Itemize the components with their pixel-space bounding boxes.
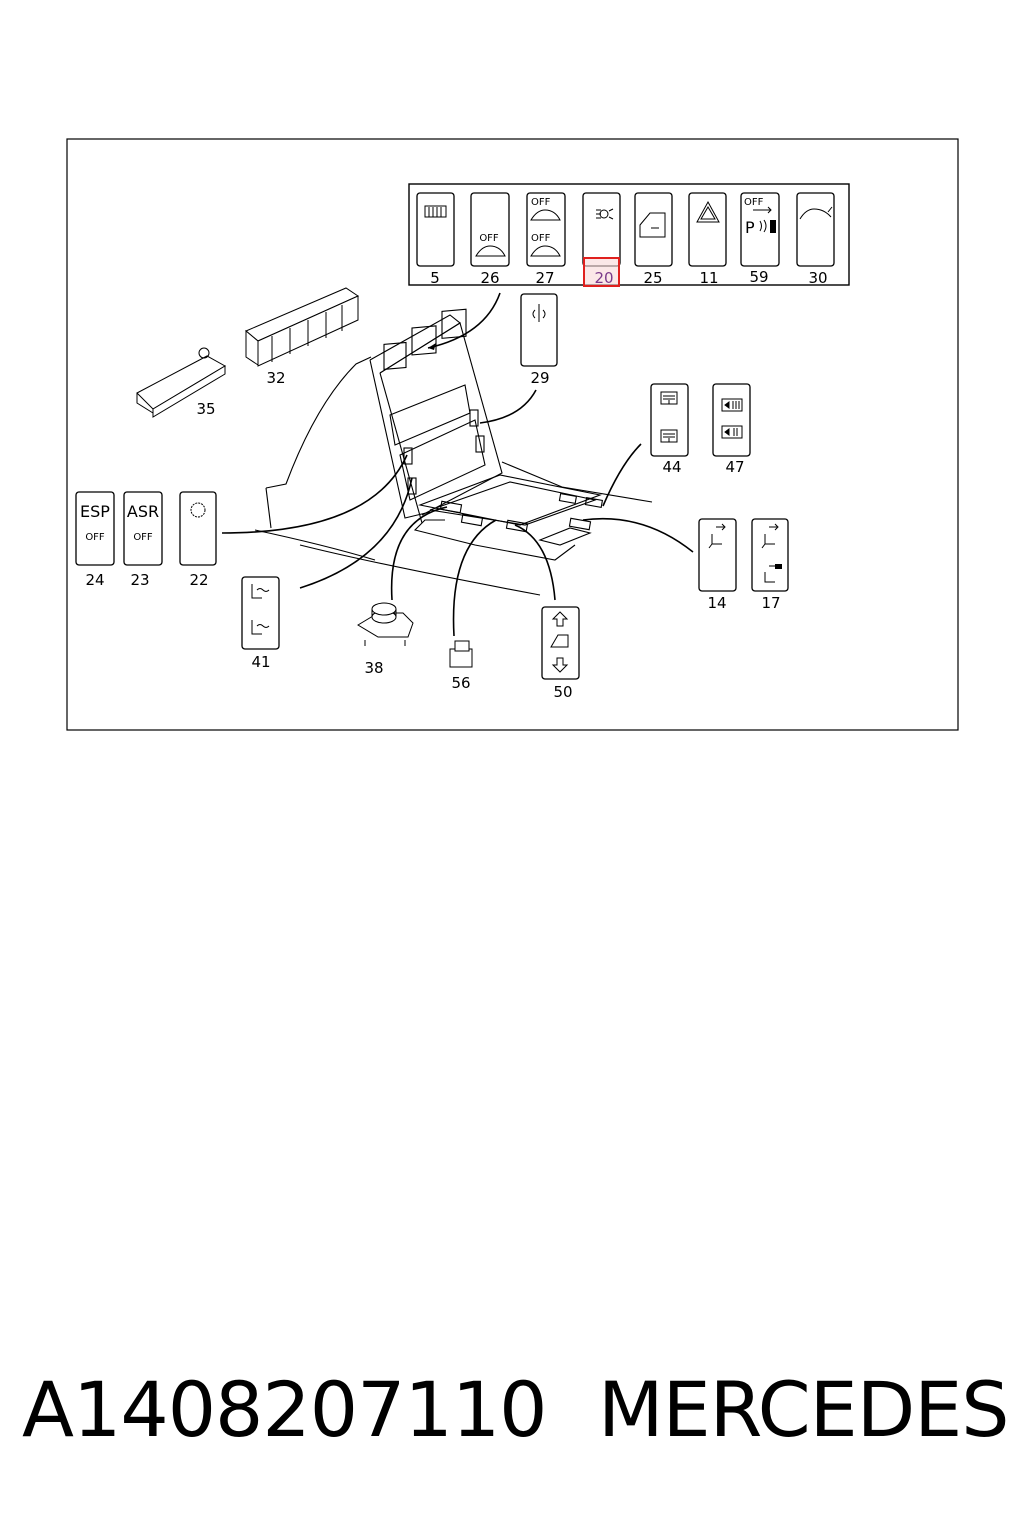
asr-off-label: OFF xyxy=(133,532,153,543)
hazard-warning-icon xyxy=(696,200,720,223)
callout-label: 59 xyxy=(749,268,768,286)
callout-label: 11 xyxy=(699,269,718,287)
leader-line xyxy=(427,292,501,349)
callout-label: 20 xyxy=(594,269,613,287)
tow-interior-off-icon xyxy=(530,209,561,221)
switch-17[interactable]: 17 xyxy=(751,518,789,612)
asr-label: ASR xyxy=(127,502,159,521)
center-console xyxy=(254,308,653,596)
callout-label: 44 xyxy=(662,458,681,476)
sunblind-icon xyxy=(660,391,678,443)
car-alarm-off-icon xyxy=(475,245,506,257)
strip-switch-27[interactable]: OFF OFF 27 xyxy=(526,192,566,287)
leader-line xyxy=(452,519,497,637)
callout-label: 17 xyxy=(761,594,780,612)
window-up-down-icon xyxy=(550,611,569,673)
sensor-waves-icon xyxy=(759,219,767,233)
central-lock-icon xyxy=(532,304,546,322)
rear-defrost-icon xyxy=(424,205,447,218)
callout-label: 26 xyxy=(480,269,499,287)
parktronic-off-icon: P xyxy=(745,218,755,237)
strip-switch-26[interactable]: OFF 26 xyxy=(470,192,510,287)
leader-line xyxy=(299,477,413,589)
leader-line xyxy=(221,454,408,534)
strip-switch-25[interactable]: 25 xyxy=(634,192,673,287)
leader-line xyxy=(514,524,556,601)
callout-label: 23 xyxy=(130,571,149,589)
leader-line xyxy=(602,443,642,507)
switch-off-text: OFF xyxy=(744,197,764,208)
callout-label: 25 xyxy=(643,269,662,287)
switch-47[interactable]: 47 xyxy=(712,383,751,476)
esp-off-label: OFF xyxy=(85,532,105,543)
switch-14[interactable]: 14 xyxy=(698,518,737,612)
car-icon xyxy=(530,245,561,257)
callout-label: 24 xyxy=(85,571,104,589)
callout-label: 38 xyxy=(364,659,383,677)
callout-label: 50 xyxy=(553,683,572,701)
switch-housing-32: 32 xyxy=(245,287,360,387)
parts-diagram: 5 OFF 26 OFF OFF 27 20 25 11 OFF xyxy=(66,138,959,731)
arrow-icon xyxy=(753,206,772,214)
fan-icon xyxy=(190,502,206,518)
fog-light-icon xyxy=(596,208,614,220)
switch-22[interactable]: 22 xyxy=(179,491,217,589)
leader-line xyxy=(479,389,537,424)
callout-label: 41 xyxy=(251,653,270,671)
esp-label: ESP xyxy=(80,502,110,521)
strip-switch-59[interactable]: OFF P 59 xyxy=(740,192,780,286)
callout-label: 56 xyxy=(451,674,470,692)
door-lock-icon xyxy=(639,212,666,238)
part-number: A1408207110 xyxy=(22,1365,548,1454)
small-switch-56[interactable]: 56 xyxy=(449,640,473,692)
tray-35: 35 xyxy=(136,347,227,418)
switch-41[interactable]: 41 xyxy=(241,576,280,671)
headrest-icon xyxy=(721,398,743,439)
trunk-open-icon xyxy=(799,206,833,220)
callout-label: 35 xyxy=(196,400,215,418)
asr-off-switch-23[interactable]: ASR OFF 23 xyxy=(123,491,163,589)
highlight-box xyxy=(583,257,620,287)
obstacle-icon xyxy=(770,220,776,233)
window-switch-50[interactable]: 50 xyxy=(541,606,580,701)
callout-label: 29 xyxy=(530,369,549,387)
callout-label: 32 xyxy=(266,369,285,387)
brand-name: MERCEDES xyxy=(598,1365,1009,1454)
callout-label: 14 xyxy=(707,594,726,612)
seat-heating-icon xyxy=(251,584,270,635)
diagram-frame xyxy=(66,138,959,731)
callout-label: 47 xyxy=(725,458,744,476)
switch-29[interactable]: 29 xyxy=(520,293,558,387)
switch-off-text: OFF xyxy=(531,233,551,244)
arrow-head xyxy=(428,343,436,350)
top-switch-strip xyxy=(408,183,850,286)
esp-off-switch-24[interactable]: ESP OFF 24 xyxy=(75,491,115,589)
footer: A1408207110 MERCEDES xyxy=(0,1365,1024,1475)
strip-switch-11[interactable]: 11 xyxy=(688,192,727,287)
seat-memory-icon xyxy=(761,523,779,583)
callout-label: 27 xyxy=(535,269,554,287)
strip-switch-30[interactable]: 30 xyxy=(796,192,835,287)
leader-line xyxy=(582,517,694,553)
callout-label: 22 xyxy=(189,571,208,589)
strip-switch-20[interactable]: 20 xyxy=(582,192,621,287)
switch-44[interactable]: 44 xyxy=(650,383,689,476)
leader-line xyxy=(390,506,448,601)
switch-off-text: OFF xyxy=(531,197,551,208)
memory-block-icon xyxy=(775,564,782,569)
callout-label: 30 xyxy=(808,269,827,287)
switch-off-text: OFF xyxy=(479,233,499,244)
rotary-knob-38[interactable]: 38 xyxy=(357,602,414,677)
strip-switch-5[interactable]: 5 xyxy=(416,192,455,287)
seat-adjust-icon xyxy=(708,523,726,549)
callout-label: 5 xyxy=(430,269,440,287)
